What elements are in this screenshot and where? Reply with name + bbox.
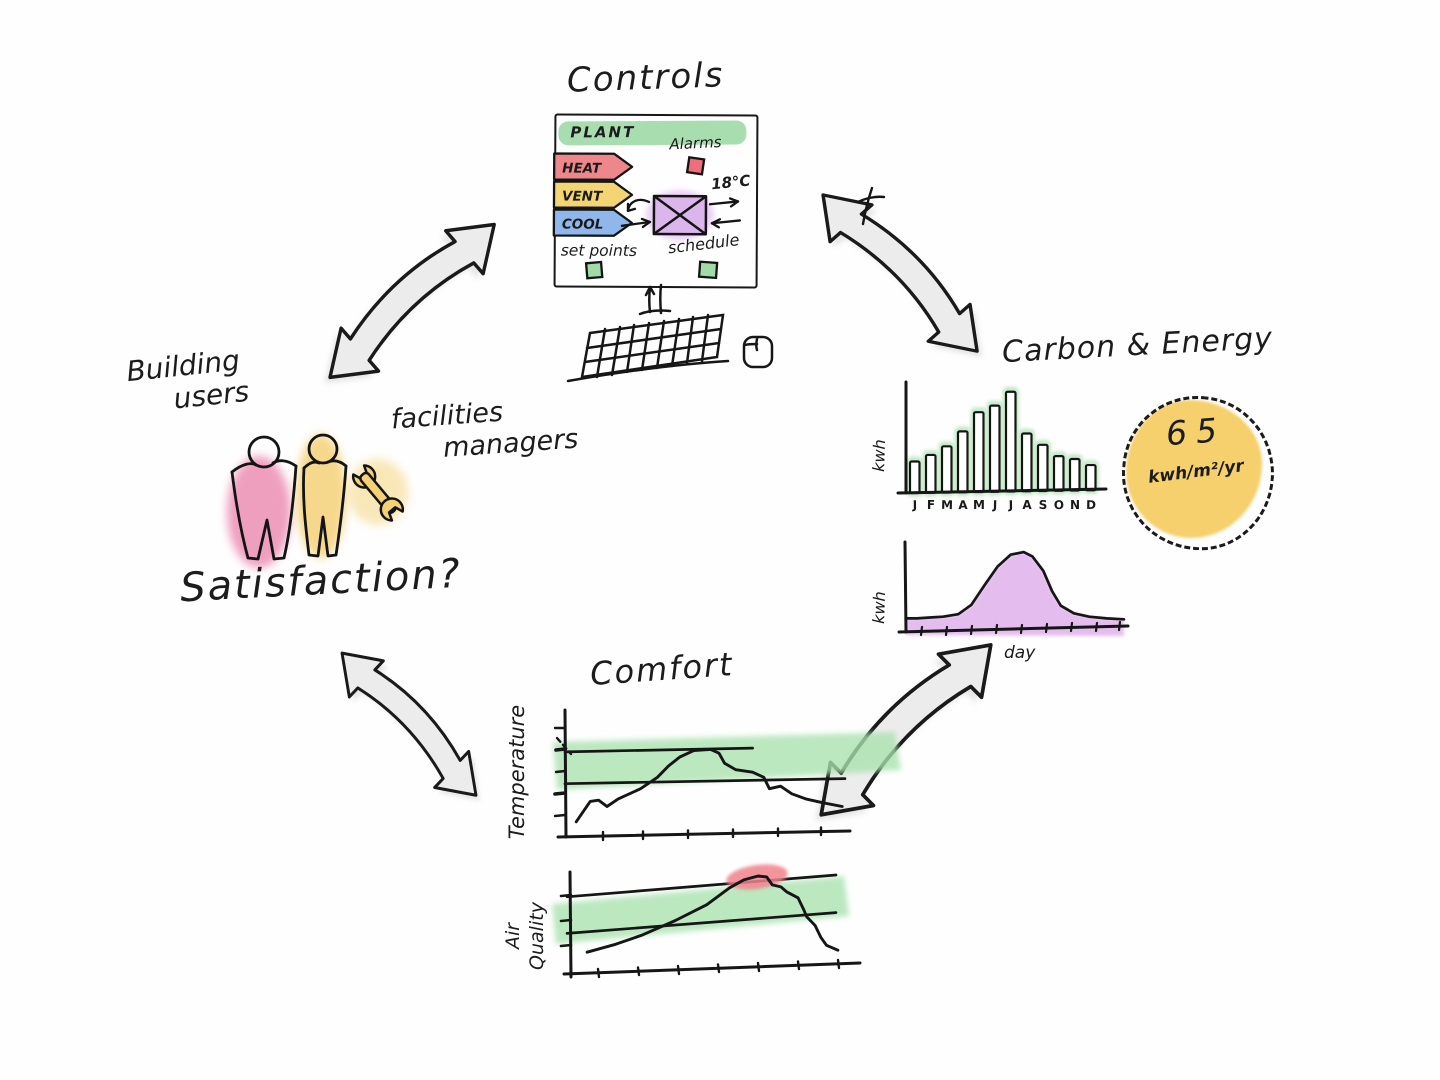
bar (988, 404, 1001, 493)
building-users-label: Building users (125, 344, 251, 421)
month-label: A (958, 498, 968, 512)
comfort-upper-limit-line (563, 746, 754, 754)
temperature-axes (553, 708, 852, 842)
month-label: D (1086, 498, 1096, 512)
arrow-users-controls (315, 205, 508, 400)
bar (972, 411, 985, 494)
temperature-axis-text: Temperature (505, 704, 529, 840)
area-curve (904, 550, 1126, 621)
air-quality-axes (559, 870, 862, 979)
arrow-users-comfort (330, 644, 488, 808)
area-chart-xlabel: day (1004, 643, 1036, 663)
energy-intensity-badge-fill (1126, 400, 1262, 538)
measured-curve (585, 874, 840, 954)
bar-chart-axes (896, 380, 1108, 495)
month-label: J (992, 498, 998, 512)
stray-pen-mark (856, 186, 886, 226)
month-label: O (1054, 498, 1064, 512)
person-building-user (230, 435, 298, 561)
set-points-label: set points (560, 241, 638, 260)
keyboard-icon (566, 313, 730, 383)
comfort-lower-limit-line (563, 777, 847, 786)
bar (1052, 454, 1065, 492)
plant-mode-tab (552, 152, 634, 181)
measured-curve (574, 747, 844, 824)
valve-icon (652, 194, 708, 236)
panel-graphics: HEAT VENT COOL (552, 152, 742, 280)
section-title-comfort: Comfort (588, 645, 735, 693)
person-facilities-manager (302, 433, 348, 558)
workstation-sketch (566, 283, 774, 383)
cable-connector (638, 283, 672, 316)
bar (1084, 463, 1097, 492)
mouse-icon (742, 335, 774, 369)
bar (1020, 432, 1033, 493)
month-label: M (941, 498, 953, 512)
wrench-icon (351, 464, 405, 522)
alarms-label: Alarms (668, 132, 722, 154)
bars-group (906, 386, 1099, 497)
plant-mode-tab-label: HEAT (562, 161, 603, 177)
plant-mode-tab (552, 208, 634, 237)
section-title-carbon-energy: Carbon & Energy (1001, 320, 1274, 371)
month-label: S (1039, 498, 1048, 512)
building-users-line2: users (171, 374, 251, 416)
daily-energy-area-chart: kwh day (869, 540, 1130, 663)
month-label: M (973, 498, 985, 512)
month-label: J (912, 498, 918, 512)
month-label: A (1022, 498, 1032, 512)
comfort-band-highlight (553, 732, 901, 790)
area-fill (906, 552, 1124, 636)
area-chart-ylabel: kwh (869, 591, 889, 624)
bar (1068, 457, 1081, 492)
flow-arrows-icon (620, 197, 742, 229)
section-title-controls: Controls (566, 55, 726, 101)
people-sketch (227, 433, 408, 568)
temperature-axis-label: Temperature (502, 692, 532, 852)
set-points-status-square (584, 260, 604, 280)
comfort-lower-limit-line (565, 911, 838, 935)
plant-mode-tab-label: VENT (562, 189, 604, 205)
month-label: F (927, 498, 935, 512)
month-label: J (1008, 498, 1014, 512)
bar (956, 430, 969, 494)
plant-mode-tab (552, 180, 634, 209)
plant-mode-tabs: HEAT VENT COOL (552, 152, 634, 237)
arrow-controls-energy (803, 185, 997, 365)
bar (1004, 390, 1017, 493)
bar (1036, 443, 1049, 493)
comfort-band-highlight (552, 876, 849, 944)
energy-intensity-value: 65 (1164, 409, 1228, 454)
bar (940, 445, 953, 494)
comfort-upper-limit-line (565, 873, 838, 899)
bar-chart-ylabel: kwh (869, 439, 889, 472)
bar (924, 453, 937, 494)
air-axis-text-line1: Air (502, 922, 525, 950)
schedule-status-square (697, 260, 719, 280)
month-label: N (1070, 498, 1080, 512)
area-chart-axes (897, 540, 1130, 637)
plant-mode-tab-label: COOL (562, 217, 604, 233)
bar (908, 460, 921, 495)
air-quality-comfort-chart (552, 864, 862, 979)
alarm-indicator-square (685, 155, 706, 176)
temperature-comfort-chart (553, 708, 901, 842)
